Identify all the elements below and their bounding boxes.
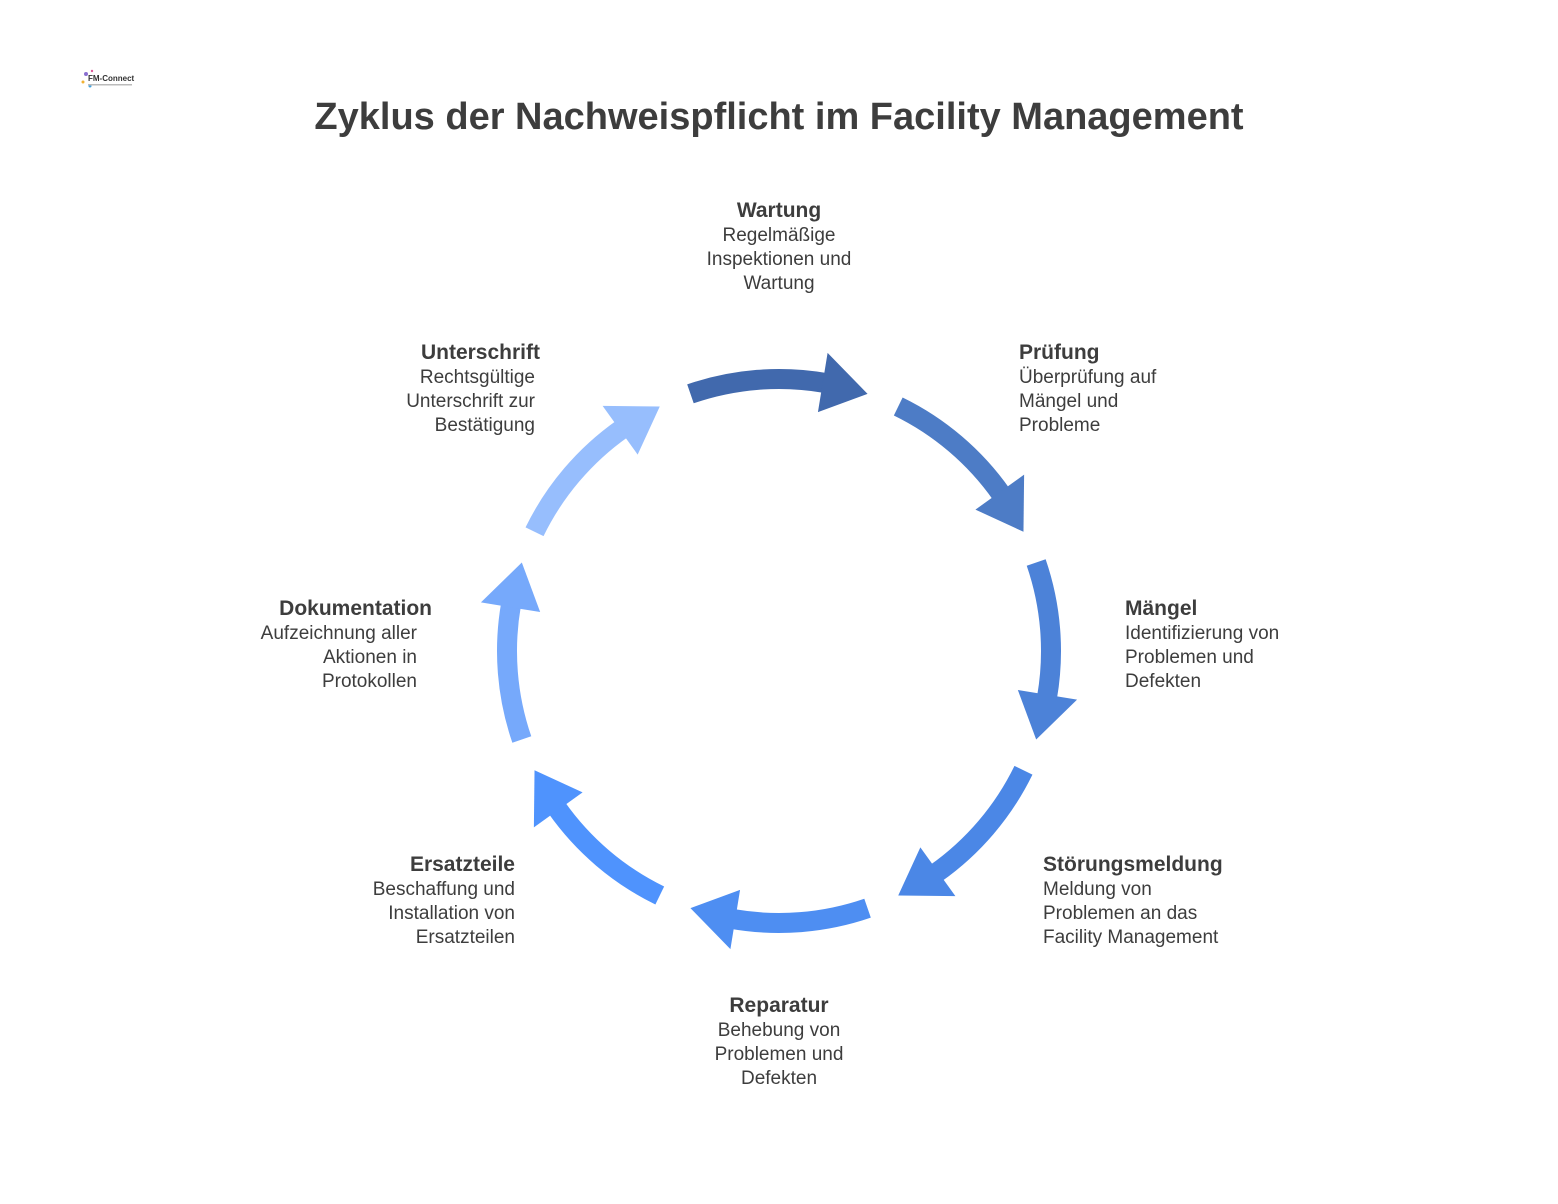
cycle-arrow-8 <box>525 405 660 537</box>
arrow-shaft <box>525 420 629 537</box>
fm-connect-logo: FM-Connect <box>81 69 135 88</box>
arrow-shaft <box>893 397 1010 501</box>
step-title: Prüfung <box>1019 341 1100 364</box>
step-description: Aufzeichnung aller Aktionen in Protokoll… <box>260 623 417 692</box>
step-ersatzteile: Ersatzteile Beschaffung und Installation… <box>330 852 515 950</box>
svg-text:FM-Connect: FM-Connect <box>88 74 135 83</box>
step-pruefung: Prüfung Überprüfung auf Mängel und Probl… <box>1019 340 1189 438</box>
arrow-shaft <box>929 765 1033 882</box>
arrow-head <box>975 474 1025 532</box>
page-title: Zyklus der Nachweispflicht im Facility M… <box>314 96 1244 138</box>
step-description: Behebung von Problemen und Defekten <box>714 1020 844 1089</box>
step-title: Dokumentation <box>279 597 432 620</box>
step-title: Ersatzteile <box>409 853 515 876</box>
step-description: Rechtsgültige Unterschrift zur Bestätigu… <box>406 367 535 436</box>
arrow-shaft <box>687 369 828 404</box>
step-reparatur: Reparatur Behebung von Problemen und Def… <box>649 993 909 1091</box>
cycle-arrow-7 <box>480 562 541 743</box>
step-unterschrift: Unterschrift Rechtsgültige Unterschrift … <box>370 340 540 438</box>
cycle-arrow-1 <box>687 352 868 413</box>
step-title: Mängel <box>1125 597 1198 620</box>
step-description: Überprüfung auf Mängel und Probleme <box>1019 367 1157 436</box>
step-wartung: Wartung Regelmäßige Inspektionen und War… <box>649 198 909 296</box>
arrow-head <box>480 562 541 613</box>
arrow-shaft <box>1026 559 1061 700</box>
step-dokumentation: Dokumentation Aufzeichnung aller Aktione… <box>232 596 432 694</box>
step-title: Störungsmeldung <box>1043 853 1223 876</box>
arrow-shaft <box>730 898 871 933</box>
step-maengel: Mängel Identifizierung von Problemen und… <box>1125 596 1305 694</box>
cycle-arrow-2 <box>893 397 1025 532</box>
cycle-arrow-5 <box>690 889 871 950</box>
arrow-head <box>1017 689 1078 740</box>
arrow-head <box>602 405 660 455</box>
step-description: Meldung von Problemen an das Facility Ma… <box>1043 879 1219 948</box>
cycle-arrow-6 <box>533 770 665 905</box>
arrow-head <box>817 352 868 413</box>
arrow-head <box>898 847 956 897</box>
cycle-arrow-3 <box>1017 559 1078 740</box>
cycle-arrow-4 <box>898 765 1033 897</box>
step-title: Reparatur <box>729 994 829 1017</box>
step-title: Wartung <box>736 199 822 222</box>
arrow-shaft <box>548 801 665 905</box>
step-description: Regelmäßige Inspektionen und Wartung <box>706 225 852 294</box>
step-title: Unterschrift <box>420 341 540 364</box>
arrow-shaft <box>497 602 532 743</box>
arrow-head <box>533 770 583 828</box>
arrow-head <box>690 889 741 950</box>
step-description: Beschaffung und Installation von Ersatzt… <box>372 879 515 948</box>
step-description: Identifizierung von Problemen und Defekt… <box>1125 623 1280 692</box>
step-stoerungsmeldung: Störungsmeldung Meldung von Problemen an… <box>1043 852 1243 950</box>
